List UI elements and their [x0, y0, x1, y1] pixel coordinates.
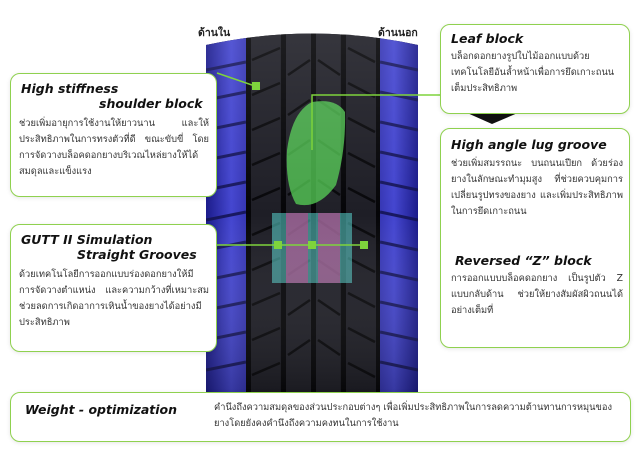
callout-description: คำนึงถึงความสมดุลของส่วนประกอบต่างๆ เพื่…: [214, 402, 612, 429]
pointer-arrow-icon: [465, 112, 520, 124]
callout-shoulder-block: High stiffness shoulder block ช่วยเพิ่มอ…: [10, 73, 217, 197]
callout-description: ช่วยเพิ่มสมรรถนะ บนถนนเปียก ด้วยร่องยางใ…: [451, 158, 623, 217]
callout-lug-groove-z-block: High angle lug groove ช่วยเพิ่มสมรรถนะ บ…: [440, 128, 630, 348]
callout-gutt-simulation: GUTT II Simulation Straight Grooves ด้วย…: [10, 224, 217, 352]
callout-title: GUTT II Simulation: [21, 232, 153, 247]
callout-title: shoulder block: [99, 96, 203, 111]
inner-side-label: ด้านใน: [198, 27, 231, 39]
callout-title: Leaf block: [451, 31, 524, 46]
callout-weight-optimization: Weight - optimization คำนึงถึงความสมดุลข…: [10, 392, 631, 442]
callout-leaf-block: Leaf block บล็อกดอกยางรูปใบไม้ออกแบบด้วย…: [440, 24, 630, 114]
callout-title: Weight - optimization: [25, 402, 178, 417]
callout-title: High angle lug groove: [451, 137, 607, 152]
callout-title: Reversed “Z” block: [455, 253, 592, 268]
outer-side-label: ด้านนอก: [378, 27, 418, 39]
callout-description: การออกแบบบล็อคดอกยาง เป็นรูปตัว Z แบบกลั…: [451, 273, 623, 316]
callout-description: บล็อกดอกยางรูปใบไม้ออกแบบด้วยเทคโนโลยีอั…: [451, 51, 615, 94]
callout-description: ด้วยเทคโนโลยีการออกแบบร่องดอกยางให้มีการ…: [19, 269, 209, 328]
callout-title: Straight Grooves: [77, 247, 197, 262]
callout-title: High stiffness: [21, 81, 119, 96]
callout-description: ช่วยเพิ่มอายุการใช้งานให้ยาวนาน และให้ปร…: [19, 118, 209, 177]
